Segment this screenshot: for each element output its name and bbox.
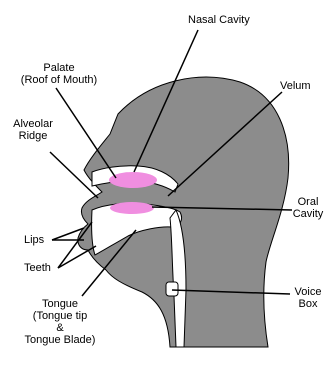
oral-cavity-highlight xyxy=(110,202,154,214)
label-palate: Palate (Roof of Mouth) xyxy=(4,62,114,86)
label-alveolar-ridge: Alveolar Ridge xyxy=(4,118,62,142)
label-oral-line1: Oral xyxy=(288,196,328,208)
pointer-teeth-lower xyxy=(58,246,96,268)
label-voice-line1: Voice xyxy=(288,286,328,298)
label-voice-box: Voice Box xyxy=(288,286,328,310)
label-oral-cavity: Oral Cavity xyxy=(288,196,328,220)
nasal-cavity-highlight xyxy=(109,172,157,188)
label-velum: Velum xyxy=(280,80,311,92)
label-tongue-line2: (Tongue tip xyxy=(14,310,106,322)
label-oral-line2: Cavity xyxy=(288,208,328,220)
label-tongue-line3: & xyxy=(14,322,106,334)
pointer-palate xyxy=(56,88,116,178)
label-teeth: Teeth xyxy=(24,262,51,274)
label-alveolar-line2: Ridge xyxy=(4,130,62,142)
label-tongue-line1: Tongue xyxy=(14,298,106,310)
voice-box xyxy=(166,282,178,296)
label-voice-line2: Box xyxy=(288,298,328,310)
label-palate-line2: (Roof of Mouth) xyxy=(4,74,114,86)
label-lips: Lips xyxy=(24,234,44,246)
label-alveolar-line1: Alveolar xyxy=(4,118,62,130)
label-palate-line1: Palate xyxy=(4,62,114,74)
label-tongue-line4: Tongue Blade) xyxy=(14,334,106,346)
label-tongue: Tongue (Tongue tip & Tongue Blade) xyxy=(14,298,106,346)
label-nasal-cavity: Nasal Cavity xyxy=(188,14,250,26)
